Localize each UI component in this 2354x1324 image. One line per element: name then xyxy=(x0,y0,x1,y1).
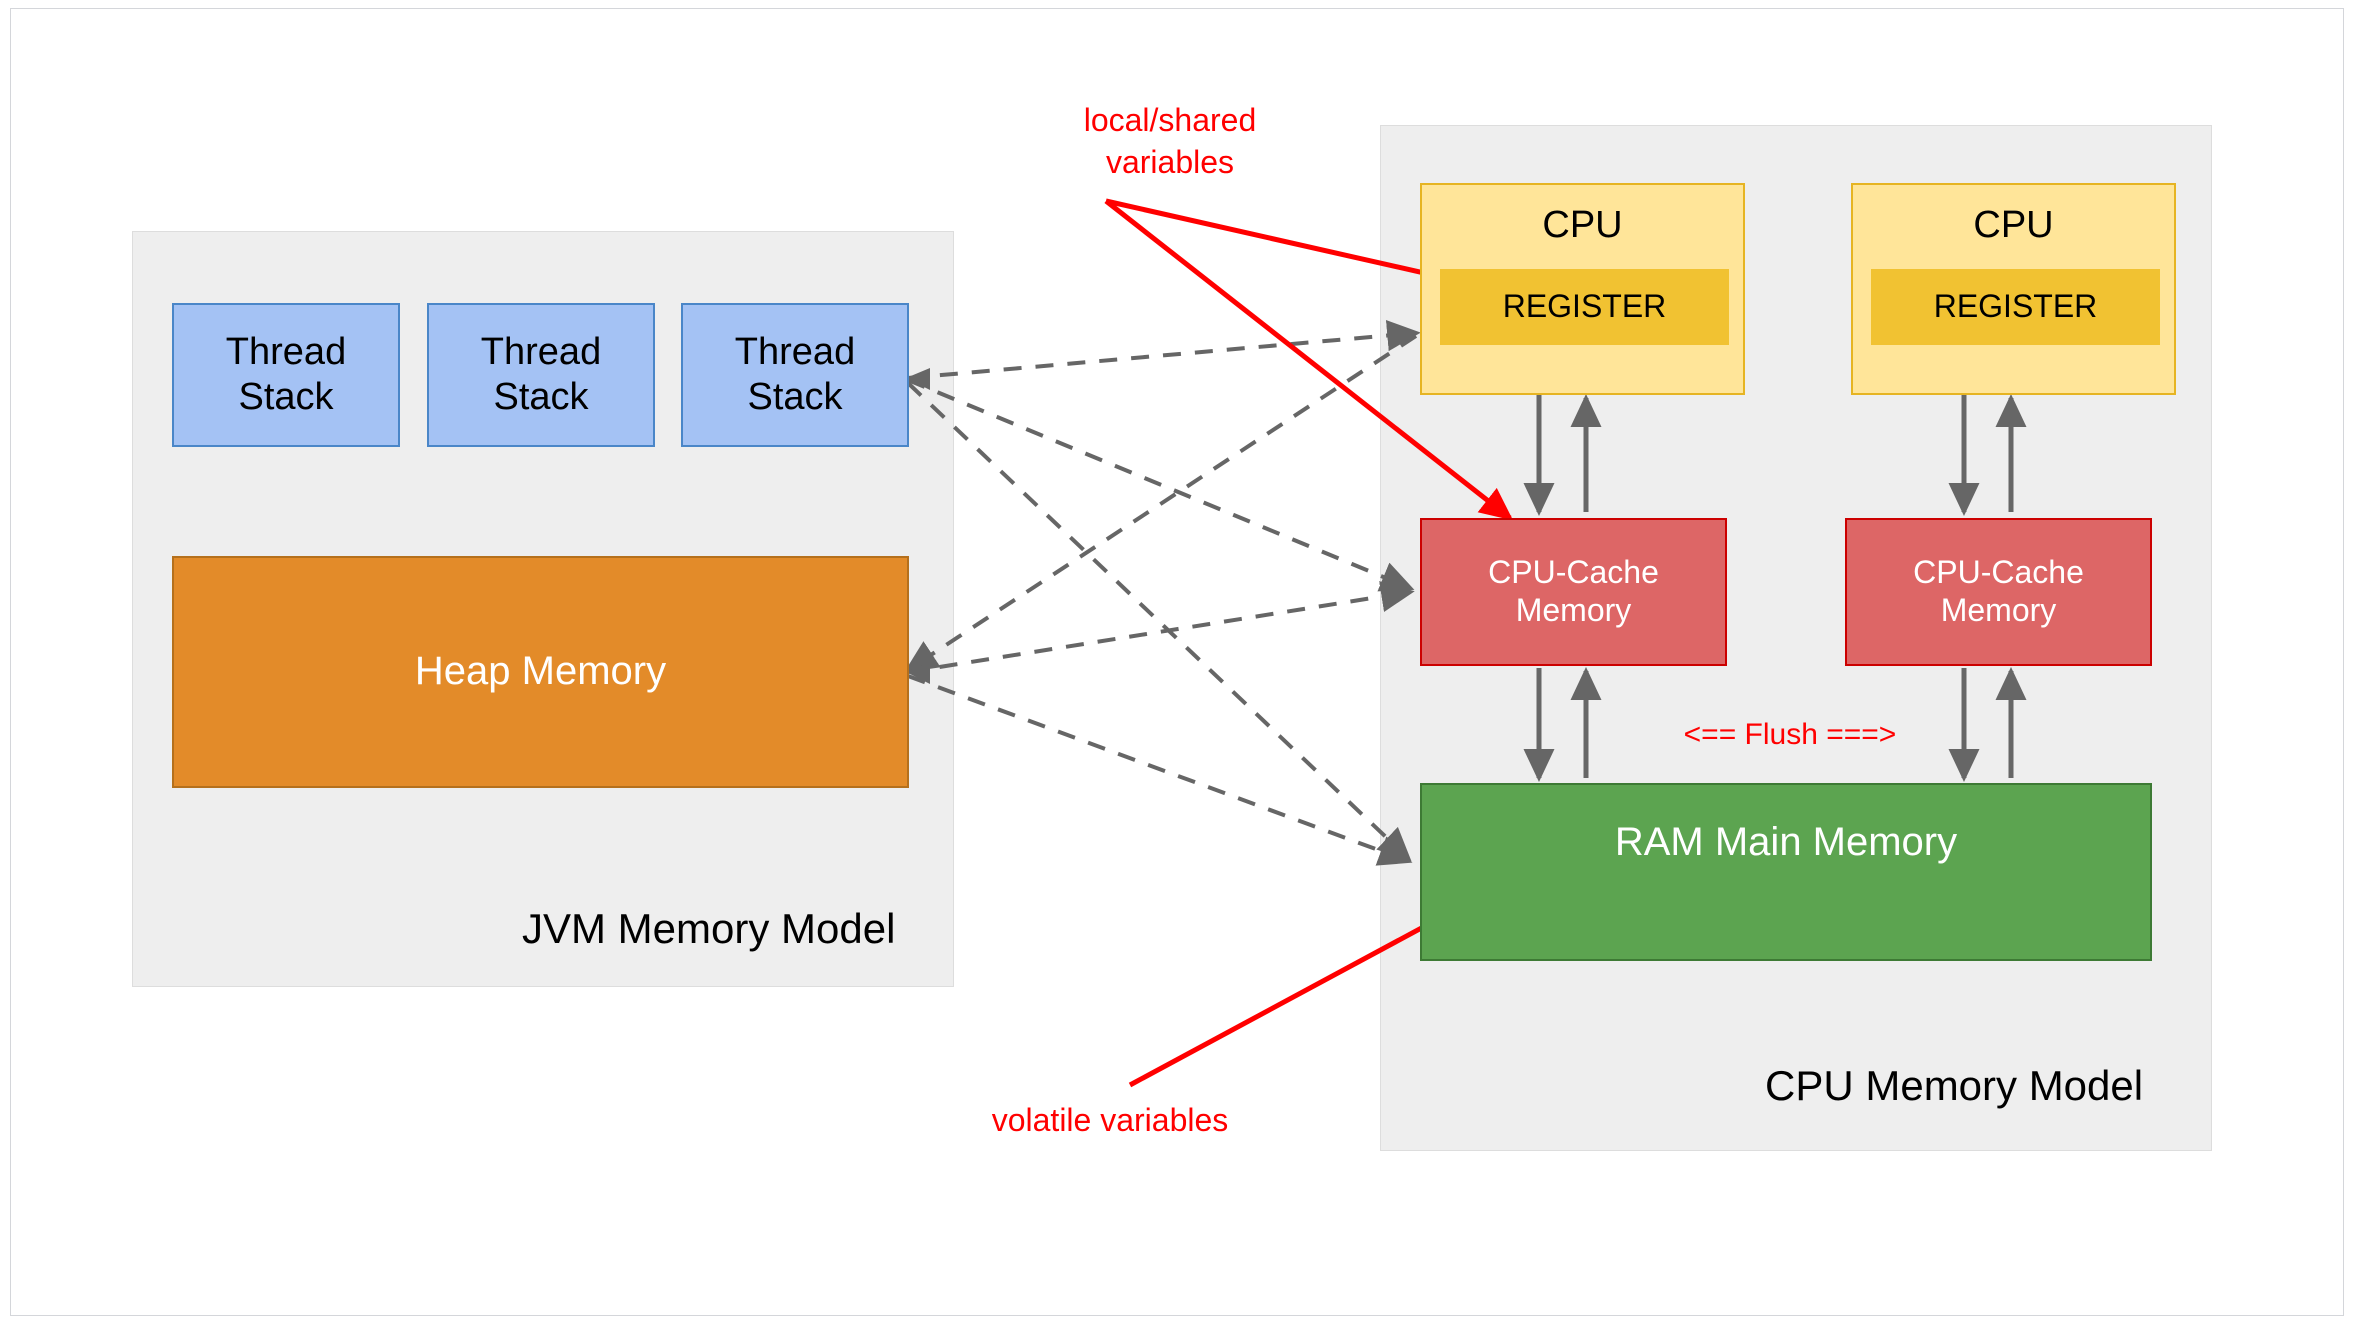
connector-heap-ram xyxy=(907,674,1413,866)
thread-stack-box[interactable]: Thread Stack xyxy=(427,303,655,447)
annotation-flush: <== Flush ===> xyxy=(1683,718,1897,751)
cpu-cache-memory-box[interactable]: CPU-Cache Memory xyxy=(1845,518,2152,666)
annotation-local-shared-variables: local/shared variables xyxy=(1083,102,1257,180)
cpu-label: CPU xyxy=(1542,204,1623,246)
connector-threadstack-cache xyxy=(907,378,1415,592)
jvm-memory-model-label: JVM Memory Model xyxy=(522,905,896,952)
cpu-cache-memory-box[interactable]: CPU-Cache Memory xyxy=(1420,518,1727,666)
register-box[interactable]: REGISTER xyxy=(1871,269,2160,345)
cpu-memory-model-label: CPU Memory Model xyxy=(1765,1062,2144,1109)
ram-main-memory-box[interactable]: RAM Main Memory xyxy=(1420,783,2152,961)
thread-stack-box[interactable]: Thread Stack xyxy=(172,303,400,447)
connector-heap-cache xyxy=(907,581,1415,674)
cpu-box[interactable]: CPU REGISTER xyxy=(1851,183,2176,395)
cpu-box[interactable]: CPU REGISTER xyxy=(1420,183,1745,395)
cpu-label: CPU xyxy=(1973,204,2054,246)
connector-threadstack-ram xyxy=(906,381,1412,862)
annotation-volatile-variables: volatile variables xyxy=(991,1102,1229,1138)
connector-threadstack-register xyxy=(907,320,1421,380)
register-box[interactable]: REGISTER xyxy=(1440,269,1729,345)
thread-stack-box[interactable]: Thread Stack xyxy=(681,303,909,447)
connector-heap-register xyxy=(903,334,1418,673)
heap-memory-box[interactable]: Heap Memory xyxy=(172,556,909,788)
dashed-connector-group xyxy=(903,320,1421,866)
